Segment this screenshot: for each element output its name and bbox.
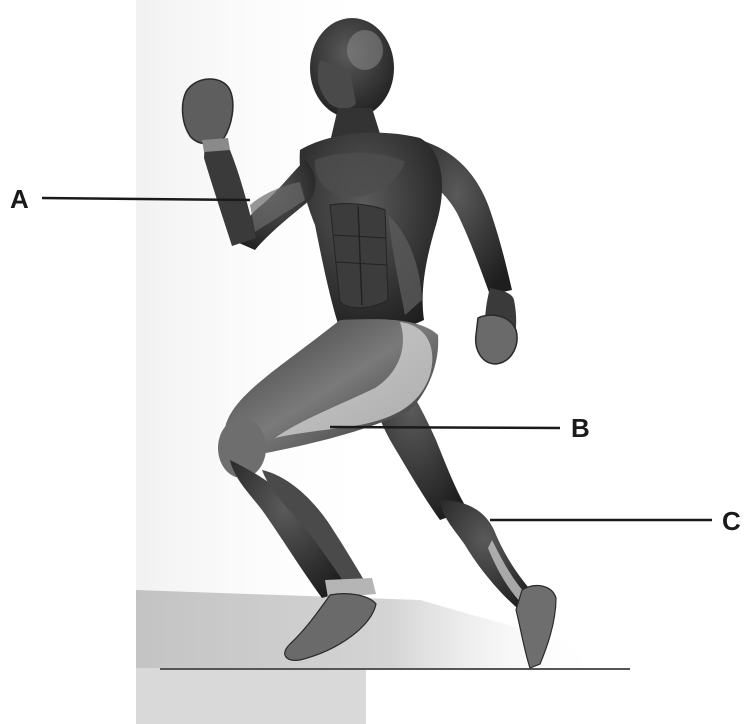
temporal-muscle <box>347 30 383 70</box>
back-hand <box>476 315 517 364</box>
leader-line-b <box>330 427 560 428</box>
floor-shadow-lower <box>136 668 366 724</box>
front-fist <box>183 79 233 144</box>
label-b: B <box>571 415 590 441</box>
label-c: C <box>722 508 741 534</box>
label-a: A <box>10 186 29 212</box>
wrist-band <box>202 138 230 152</box>
